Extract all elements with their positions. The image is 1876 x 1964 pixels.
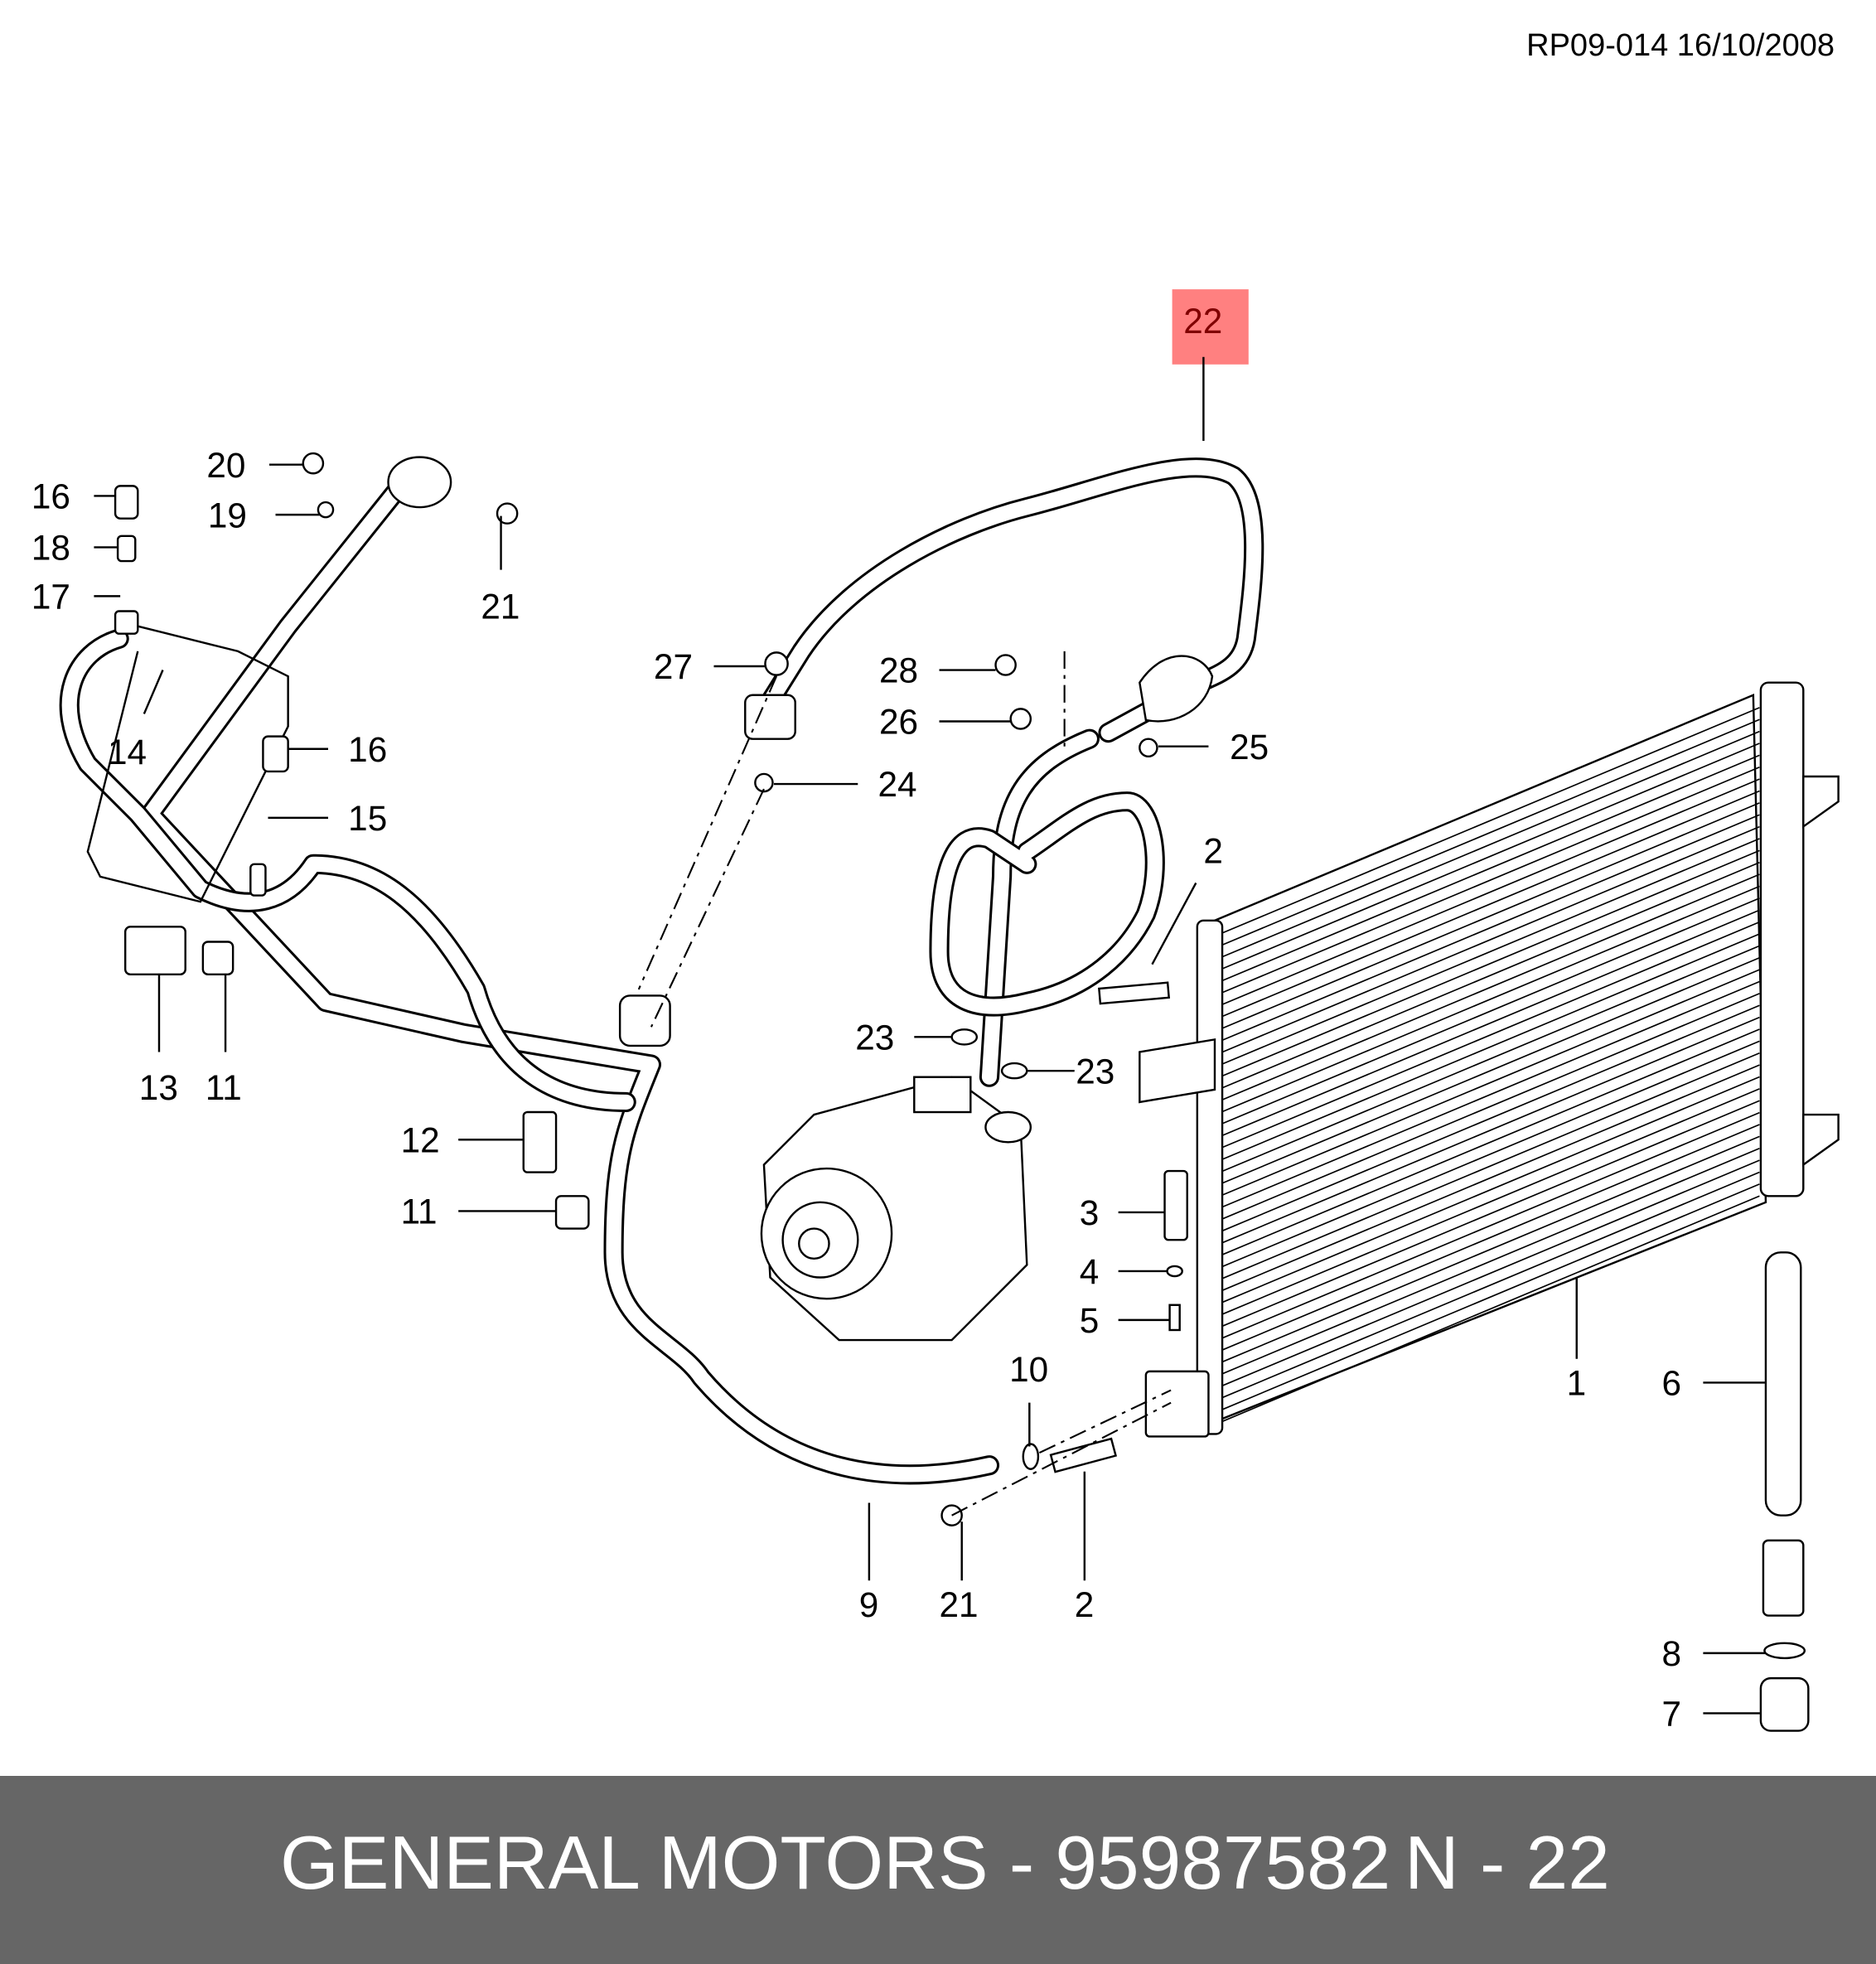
condenser-fin — [1221, 1183, 1760, 1410]
callout[interactable]: 27 — [654, 647, 693, 686]
condenser-fin — [1221, 743, 1760, 970]
condenser-fin — [1221, 1111, 1760, 1339]
condenser-fin — [1221, 838, 1760, 1065]
callout[interactable]: 13 — [139, 1068, 178, 1107]
condenser-fin — [1221, 956, 1760, 1184]
leader-lines — [94, 463, 1766, 1715]
callout[interactable]: 23 — [1076, 1052, 1114, 1091]
callout[interactable]: 10 — [1009, 1350, 1048, 1389]
callout[interactable]: 19 — [208, 496, 247, 535]
callout[interactable]: 2 — [1075, 1585, 1095, 1624]
callout[interactable]: 15 — [348, 799, 387, 838]
condenser-fin — [1221, 1148, 1760, 1375]
condenser-fin — [1221, 766, 1760, 994]
callout-22-highlighted[interactable]: 22 — [1183, 302, 1222, 341]
callout-labels: 20 19 21 16 18 17 14 16 15 13 11 12 11 2… — [31, 446, 1681, 1734]
callout[interactable]: 21 — [481, 588, 520, 626]
condenser-fin — [1221, 1028, 1760, 1255]
callout[interactable]: 4 — [1080, 1252, 1100, 1291]
condenser-fin — [1221, 1195, 1760, 1423]
callout[interactable]: 5 — [1080, 1301, 1100, 1340]
condenser-fin — [1221, 1016, 1760, 1244]
callout[interactable]: 24 — [878, 765, 916, 804]
callout[interactable]: 7 — [1662, 1695, 1682, 1734]
condenser-fin — [1221, 885, 1760, 1113]
condenser-fin — [1221, 1076, 1760, 1304]
callout[interactable]: 1 — [1567, 1364, 1587, 1403]
condenser-fin — [1221, 909, 1760, 1137]
callout[interactable]: 26 — [879, 703, 918, 742]
diagram-reference: RP09-014 16/10/2008 — [1526, 28, 1835, 63]
condenser-fin — [1221, 933, 1760, 1160]
condenser-fin — [1221, 707, 1760, 934]
condenser-fin — [1221, 730, 1760, 958]
callout[interactable]: 3 — [1080, 1193, 1100, 1232]
condenser-fin — [1221, 1064, 1760, 1291]
condenser-fin — [1221, 897, 1760, 1125]
condenser-fin — [1221, 969, 1760, 1196]
callout[interactable]: 16 — [31, 477, 70, 516]
condenser-fin — [1221, 993, 1760, 1220]
callout[interactable]: 28 — [879, 651, 918, 690]
callout[interactable]: 23 — [855, 1018, 894, 1057]
condenser-fin — [1221, 778, 1760, 1005]
hoses — [59, 456, 1264, 1485]
highlight-box[interactable] — [1172, 289, 1249, 365]
condenser-fin — [1221, 921, 1760, 1149]
callout[interactable]: 16 — [348, 730, 387, 769]
callout[interactable]: 2 — [1203, 831, 1223, 870]
callout[interactable]: 8 — [1662, 1634, 1682, 1673]
callout[interactable]: 11 — [401, 1192, 438, 1231]
condenser-fin — [1221, 980, 1760, 1208]
condenser-fin — [1221, 1040, 1760, 1268]
callout[interactable]: 21 — [940, 1585, 979, 1624]
condenser-fin — [1221, 1124, 1760, 1351]
condenser-fin — [1221, 861, 1760, 1089]
callout[interactable]: 14 — [108, 733, 147, 772]
callout[interactable]: 6 — [1662, 1364, 1682, 1403]
callout[interactable]: 20 — [206, 446, 245, 485]
footer-bar: GENERAL MOTORS - 95987582 N - 22 — [0, 1776, 1876, 1964]
callout[interactable]: 12 — [401, 1120, 440, 1159]
receiver-dryer — [1759, 1251, 1810, 1732]
compressor — [760, 1076, 1032, 1342]
condenser-fin — [1221, 849, 1760, 1077]
parts-diagram: 22 — [31, 289, 1840, 1734]
condenser-fin — [1221, 1135, 1760, 1363]
condenser — [1139, 681, 1840, 1435]
callout[interactable]: 17 — [31, 577, 70, 616]
brand-part-number: GENERAL MOTORS - 95987582 — [280, 1821, 1391, 1905]
condenser-fin — [1221, 945, 1760, 1173]
condenser-fin — [1221, 790, 1760, 1018]
condenser-fin — [1221, 1004, 1760, 1232]
condenser-fin — [1221, 1159, 1760, 1386]
condenser-fin — [1221, 1052, 1760, 1280]
condenser-fin — [1221, 754, 1760, 982]
condenser-fin — [1221, 802, 1760, 1029]
condenser-fin — [1221, 1171, 1760, 1399]
condenser-fin — [1221, 718, 1760, 946]
callout[interactable]: 18 — [31, 529, 70, 568]
condenser-fin — [1221, 814, 1760, 1042]
callout[interactable]: 11 — [205, 1068, 242, 1107]
callout[interactable]: 9 — [859, 1585, 879, 1624]
condenser-fin — [1221, 1088, 1760, 1315]
callout[interactable]: 25 — [1230, 728, 1269, 767]
condenser-fin — [1221, 873, 1760, 1101]
condenser-fin — [1221, 1100, 1760, 1328]
small-parts — [114, 452, 1210, 1526]
condenser-fin — [1221, 825, 1760, 1053]
position-label: N - 22 — [1405, 1821, 1610, 1905]
